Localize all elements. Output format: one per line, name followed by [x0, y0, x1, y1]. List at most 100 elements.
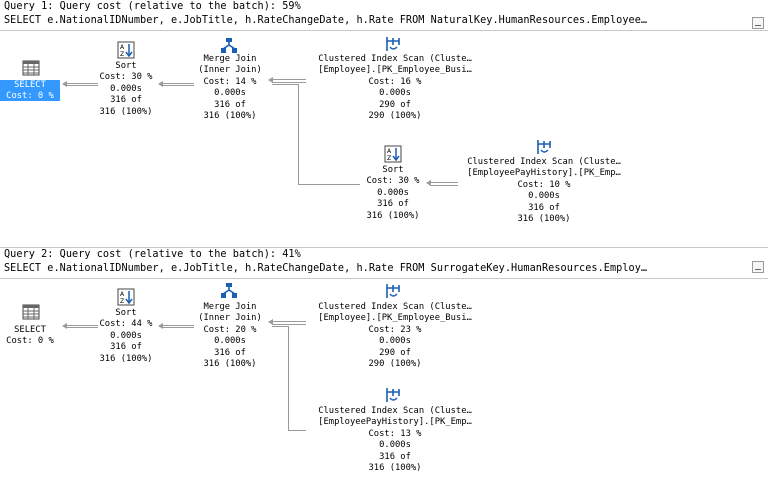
operator-title: Merge Join — [203, 54, 257, 64]
operator-label: SELECT — [14, 325, 46, 335]
connector — [272, 84, 298, 85]
sort-operator[interactable]: Sort Cost: 30 % 0.000s 316 of 316 (100%) — [86, 61, 166, 118]
table-icon — [22, 60, 40, 76]
clustered-index-scan-operator[interactable]: Clustered Index Scan (Cluste… [Employee]… — [304, 54, 486, 122]
connector-arrow — [268, 77, 273, 83]
operator-title: Clustered Index Scan (Cluste… — [318, 406, 472, 416]
select-operator-selected[interactable] — [0, 80, 60, 101]
operator-pct: 316 (100%) — [368, 463, 422, 474]
query1-title: Query 1: Query cost (relative to the bat… — [4, 1, 301, 12]
connector — [272, 82, 306, 83]
operator-cost: Cost: 14 % — [203, 76, 257, 87]
operator-title: Clustered Index Scan (Cluste… — [467, 157, 621, 167]
merge-join-icon — [221, 38, 237, 53]
clustered-index-scan-icon — [386, 284, 400, 298]
table-icon — [22, 304, 40, 320]
operator-pct: 316 (100%) — [203, 359, 257, 370]
merge-join-operator[interactable]: Merge Join (Inner Join) Cost: 14 % 0.000… — [183, 54, 277, 122]
operator-object: [EmployeePayHistory].[PK_Emp… — [318, 417, 472, 428]
operator-label: SELECT — [14, 80, 46, 90]
clustered-index-scan-icon — [386, 388, 400, 402]
operator-pct: 316 (100%) — [517, 214, 571, 225]
clustered-index-scan-icon — [386, 37, 400, 51]
operator-object: [Employee].[PK_Employee_Busi… — [318, 65, 472, 76]
operator-rows: 316 of — [379, 451, 411, 462]
operator-object: [Employee].[PK_Employee_Busi… — [318, 313, 472, 324]
query2-collapse-button[interactable] — [752, 261, 764, 273]
connector — [272, 324, 306, 325]
operator-cost: Cost: 13 % — [368, 428, 422, 439]
connector — [430, 182, 458, 183]
connector — [430, 185, 458, 186]
operator-cost: Cost: 0 % — [6, 91, 54, 102]
operator-title: Sort — [115, 308, 137, 318]
svg-text:Z: Z — [120, 51, 124, 58]
connector — [162, 83, 194, 84]
operator-pct: 316 (100%) — [366, 210, 420, 221]
operator-cost: Cost: 0 % — [6, 336, 54, 347]
connector — [288, 326, 289, 430]
connector — [272, 326, 288, 327]
clustered-index-scan-operator[interactable]: Clustered Index Scan (Cluste… [Employee]… — [304, 302, 486, 370]
sort-icon: A Z — [384, 145, 402, 163]
query2-title: Query 2: Query cost (relative to the bat… — [4, 249, 301, 260]
svg-text:A: A — [120, 44, 125, 51]
connector — [66, 85, 98, 86]
connector — [162, 85, 194, 86]
operator-title: Merge Join — [203, 302, 257, 312]
connector — [66, 325, 98, 326]
operator-title: Clustered Index Scan (Cluste… — [318, 302, 472, 312]
query1-collapse-button[interactable] — [752, 17, 764, 29]
connector-arrow — [268, 319, 273, 325]
operator-title: Sort — [382, 165, 404, 175]
connector — [288, 430, 306, 431]
svg-text:A: A — [387, 148, 392, 155]
query1-sql: SELECT e.NationalIDNumber, e.JobTitle, h… — [4, 15, 648, 26]
query2-sql: SELECT e.NationalIDNumber, e.JobTitle, h… — [4, 263, 648, 274]
operator-pct: 316 (100%) — [99, 106, 153, 117]
operator-cost: Cost: 23 % — [368, 324, 422, 335]
clustered-index-scan-operator[interactable]: Clustered Index Scan (Cluste… [EmployeeP… — [452, 157, 636, 225]
operator-rows: 316 of — [110, 95, 142, 106]
operator-pct: 316 (100%) — [203, 111, 257, 122]
connector — [66, 83, 98, 84]
operator-title: Sort — [115, 61, 137, 71]
clustered-index-scan-operator[interactable]: Clustered Index Scan (Cluste… [EmployeeP… — [304, 406, 486, 474]
connector — [272, 321, 306, 322]
operator-time: 0.000s — [379, 88, 411, 99]
operator-time: 0.000s — [377, 187, 409, 198]
query1-header: Query 1: Query cost (relative to the bat… — [0, 0, 768, 31]
operator-cost: Cost: 30 % — [99, 72, 153, 83]
connector-arrow — [62, 323, 67, 329]
sort-operator[interactable]: Sort Cost: 44 % 0.000s 316 of 316 (100%) — [86, 308, 166, 365]
select-operator[interactable]: SELECT Cost: 0 % — [0, 325, 60, 348]
operator-rows: 316 of — [377, 199, 409, 210]
connector — [272, 79, 306, 80]
svg-text:Z: Z — [120, 298, 124, 305]
merge-join-operator[interactable]: Merge Join (Inner Join) Cost: 20 % 0.000… — [183, 302, 277, 370]
operator-cost: Cost: 44 % — [99, 319, 153, 330]
operator-rows: 316 of — [214, 99, 246, 110]
operator-subtitle: (Inner Join) — [198, 313, 262, 324]
operator-pct: 290 (100%) — [368, 359, 422, 370]
operator-cost: Cost: 20 % — [203, 324, 257, 335]
connector — [66, 327, 98, 328]
sort-icon: A Z — [117, 288, 135, 306]
query2-header: Query 2: Query cost (relative to the bat… — [0, 247, 768, 279]
connector — [298, 184, 360, 185]
select-operator[interactable]: SELECT Cost: 0 % — [0, 80, 60, 103]
operator-time: 0.000s — [214, 88, 246, 99]
connector-arrow — [158, 323, 163, 329]
operator-time: 0.000s — [528, 191, 560, 202]
operator-cost: Cost: 16 % — [368, 76, 422, 87]
operator-time: 0.000s — [379, 440, 411, 451]
operator-time: 0.000s — [110, 83, 142, 94]
operator-cost: Cost: 30 % — [366, 176, 420, 187]
connector-arrow — [426, 180, 431, 186]
operator-subtitle: (Inner Join) — [198, 65, 262, 76]
operator-time: 0.000s — [110, 330, 142, 341]
sort-operator[interactable]: Sort Cost: 30 % 0.000s 316 of 316 (100%) — [353, 165, 433, 222]
operator-time: 0.000s — [379, 336, 411, 347]
clustered-index-scan-icon — [537, 140, 551, 154]
operator-rows: 290 of — [379, 347, 411, 358]
